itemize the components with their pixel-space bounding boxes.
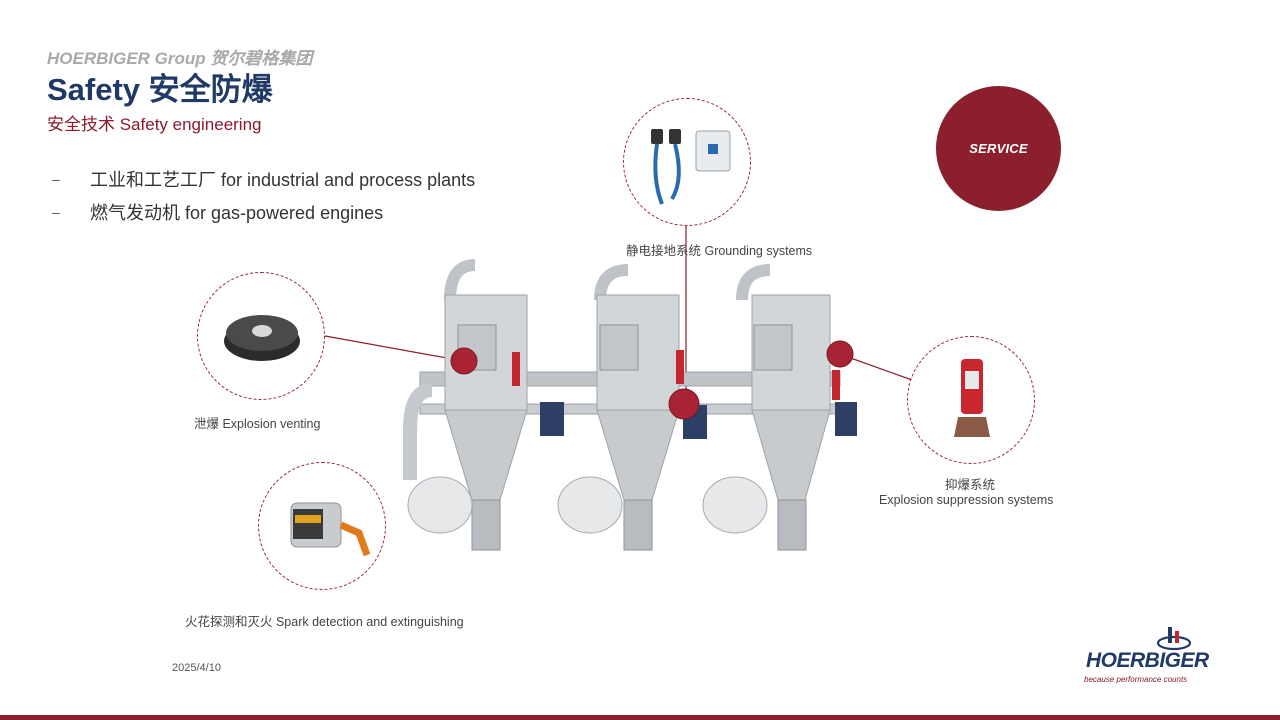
page-subtitle: 安全技术 Safety engineering — [47, 115, 262, 134]
service-badge-label: SERVICE — [969, 141, 1028, 156]
bullet-text: 工业和工艺工厂 for industrial and process plant… — [90, 169, 476, 190]
spark-sensor-icon — [290, 502, 371, 557]
explosion-venting-image — [197, 272, 325, 400]
explosion-suppression-image — [907, 336, 1035, 464]
hoerbiger-logo: HOERBIGER because performance counts — [1082, 625, 1222, 685]
bullet-text: 燃气发动机 for gas-powered engines — [90, 202, 384, 223]
control-box — [835, 402, 857, 436]
hoerbiger-logo-icon — [1156, 627, 1192, 651]
suppressor-bottle-icon — [954, 359, 990, 437]
leader-line-venting — [324, 335, 459, 361]
cyclone-unit-3 — [702, 264, 857, 551]
spark-detection-image — [258, 462, 386, 590]
bullet-item: – 工业和工艺工厂 for industrial and process pla… — [52, 162, 475, 195]
bullet-item: – 燃气发动机 for gas-powered engines — [52, 195, 475, 228]
grounding-clamp-icon — [651, 129, 731, 205]
control-box — [540, 402, 564, 436]
page-title: Safety 安全防爆 — [47, 72, 273, 107]
suppression-caption-en: Explosion suppression systems — [879, 493, 1054, 507]
brand-line: HOERBIGER Group 贺尔碧格集团 — [47, 49, 313, 68]
venting-panel-icon — [224, 315, 300, 361]
bullet-list: – 工业和工艺工厂 for industrial and process pla… — [52, 162, 475, 228]
bullet-dash: – — [52, 170, 60, 187]
leader-line-suppression — [844, 355, 913, 381]
cyclone-unit-1 — [407, 259, 564, 551]
slide-date: 2025/4/10 — [172, 662, 221, 674]
bottom-accent-bar — [0, 715, 1280, 720]
suppression-caption-cn: 抑爆系统 — [945, 478, 996, 492]
bullet-dash: – — [52, 203, 60, 220]
logo-tagline: because performance counts — [1084, 675, 1188, 684]
cyclone-unit-2 — [557, 264, 707, 551]
grounding-caption: 静电接地系统 Grounding systems — [626, 244, 813, 258]
service-badge: SERVICE — [936, 86, 1061, 211]
logo-wordmark: HOERBIGER — [1086, 649, 1209, 672]
spark-caption: 火花探测和灭火 Spark detection and extinguishin… — [185, 615, 464, 629]
grounding-systems-image — [623, 98, 751, 226]
venting-caption: 泄爆 Explosion venting — [194, 417, 321, 431]
side-pipe — [403, 383, 433, 480]
